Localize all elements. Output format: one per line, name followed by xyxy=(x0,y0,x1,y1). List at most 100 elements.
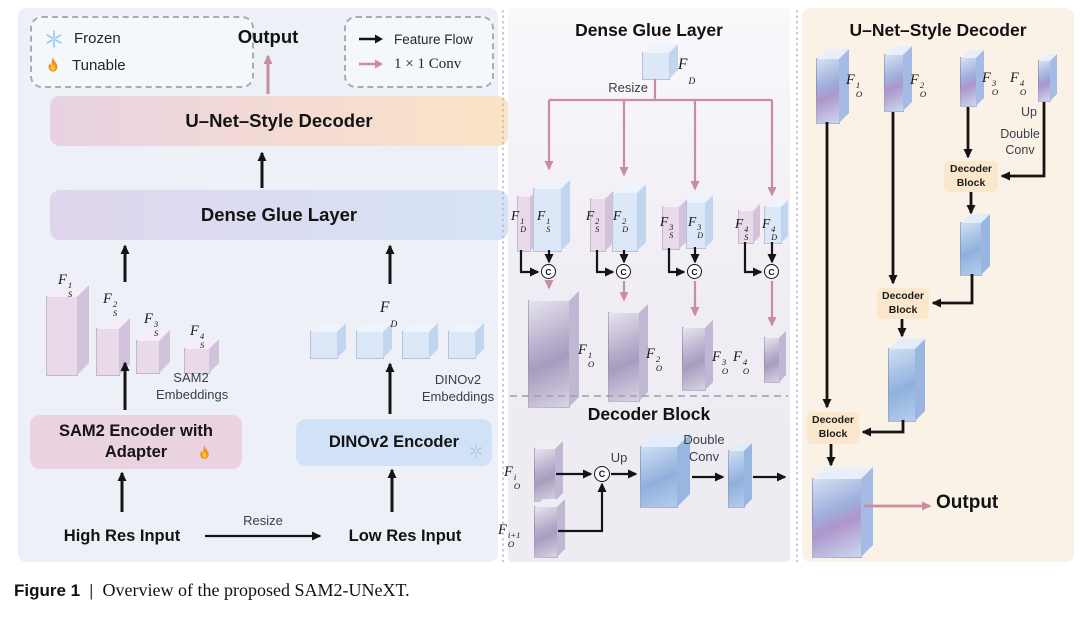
frozen-tunable-legend: Frozen Tunable xyxy=(30,16,254,88)
fo3-slab-middle xyxy=(682,327,706,391)
math-sup: 4 xyxy=(1019,77,1025,88)
legend-row-feature-flow: Feature Flow xyxy=(358,32,480,47)
concat-circle-1: C xyxy=(541,264,556,279)
math-sup: 1 xyxy=(587,349,593,360)
dino-embeddings-line1: DINOv2 xyxy=(434,372,482,387)
math-sub: D xyxy=(520,224,527,234)
math-base: F xyxy=(144,311,153,327)
math-sup: 3 xyxy=(669,222,674,232)
fo2-slab-right xyxy=(884,54,904,112)
math-sub: S xyxy=(112,307,118,318)
math-sup: 2 xyxy=(919,79,925,90)
unet-decoder-bar: U–Net–Style Decoder xyxy=(50,96,508,146)
decoder-block-line2: Block xyxy=(818,427,848,440)
math-sup: 2 xyxy=(595,216,600,226)
caption-separator: | xyxy=(89,581,94,600)
math-sup: 4 xyxy=(744,224,749,234)
math-sub: D xyxy=(697,230,704,240)
fd-cube-2 xyxy=(356,331,384,359)
dino-encoder-label: DINOv2 Encoder xyxy=(328,432,460,451)
math-sup: 3 xyxy=(721,356,727,367)
high-res-input-label: High Res Input xyxy=(63,527,181,545)
fo2-slab-middle xyxy=(608,312,640,402)
fd-cube-4 xyxy=(448,331,476,359)
math-base: F xyxy=(578,342,587,358)
math-sup: 1 xyxy=(855,79,861,90)
decoder-block-line2: Block xyxy=(956,176,986,189)
fs4-slab xyxy=(184,348,210,374)
math-base: F xyxy=(380,299,390,316)
math-sub: O xyxy=(855,88,863,99)
math-sub: D xyxy=(688,76,696,87)
math-sub: O xyxy=(587,358,595,369)
flame-icon xyxy=(48,56,58,72)
double-conv-line1: Double xyxy=(1000,127,1040,141)
legend-row-frozen: Frozen xyxy=(44,29,240,49)
dense-glue-bar: Dense Glue Layer xyxy=(50,190,508,240)
math-base: F xyxy=(910,72,919,88)
decoder-stage2-slab xyxy=(888,348,916,422)
math-base: F xyxy=(660,214,669,229)
sam2-embeddings-line2: Embeddings xyxy=(156,386,229,402)
fd-cube-middle xyxy=(642,52,670,80)
double-conv-line2: Conv xyxy=(688,448,720,464)
concat-circle-2: C xyxy=(616,264,631,279)
math-sub: O xyxy=(513,480,521,491)
math-base: F xyxy=(511,208,520,223)
dense-glue-bar-label: Dense Glue Layer xyxy=(200,204,358,225)
math-sub: O xyxy=(655,362,663,373)
math-base: F xyxy=(190,323,199,339)
math-base: F xyxy=(613,208,622,223)
overview-panel xyxy=(18,8,498,562)
math-sub: D xyxy=(390,319,398,330)
up-label-middle: Up xyxy=(610,450,628,465)
math-sub: D xyxy=(771,232,778,242)
math-sub: O xyxy=(721,365,729,376)
frozen-label: Frozen xyxy=(74,30,121,47)
dino-embeddings-line2: Embeddings xyxy=(421,388,495,404)
foi-slab xyxy=(534,448,556,502)
snowflake-icon xyxy=(469,444,483,458)
math-base: F xyxy=(735,216,744,231)
math-sub: S xyxy=(199,339,205,350)
resize-label-middle: Resize xyxy=(608,80,648,95)
math-sup: 1 xyxy=(67,279,73,290)
pair2-right-slab xyxy=(612,192,638,252)
feature-flow-label: Feature Flow xyxy=(394,31,473,47)
decoder-block-line1: Decoder xyxy=(881,290,924,302)
math-sup: i+1 xyxy=(507,529,521,540)
math-sup: 1 xyxy=(546,216,551,226)
concat-circle-4: C xyxy=(764,264,779,279)
final-output-slab xyxy=(812,478,862,558)
math-sup: 2 xyxy=(655,353,661,364)
fs3-slab xyxy=(136,340,160,374)
pair1-right-slab xyxy=(533,188,562,252)
decoder-stage1-slab xyxy=(960,222,982,276)
unet-decoder-bar-label: U–Net–Style Decoder xyxy=(185,110,373,131)
math-sub: S xyxy=(744,232,749,242)
math-base: F xyxy=(1010,70,1019,86)
math-base: F xyxy=(498,522,507,538)
math-sup: 3 xyxy=(153,318,159,329)
fo3-slab-right xyxy=(960,57,977,107)
math-base: F xyxy=(688,214,697,229)
